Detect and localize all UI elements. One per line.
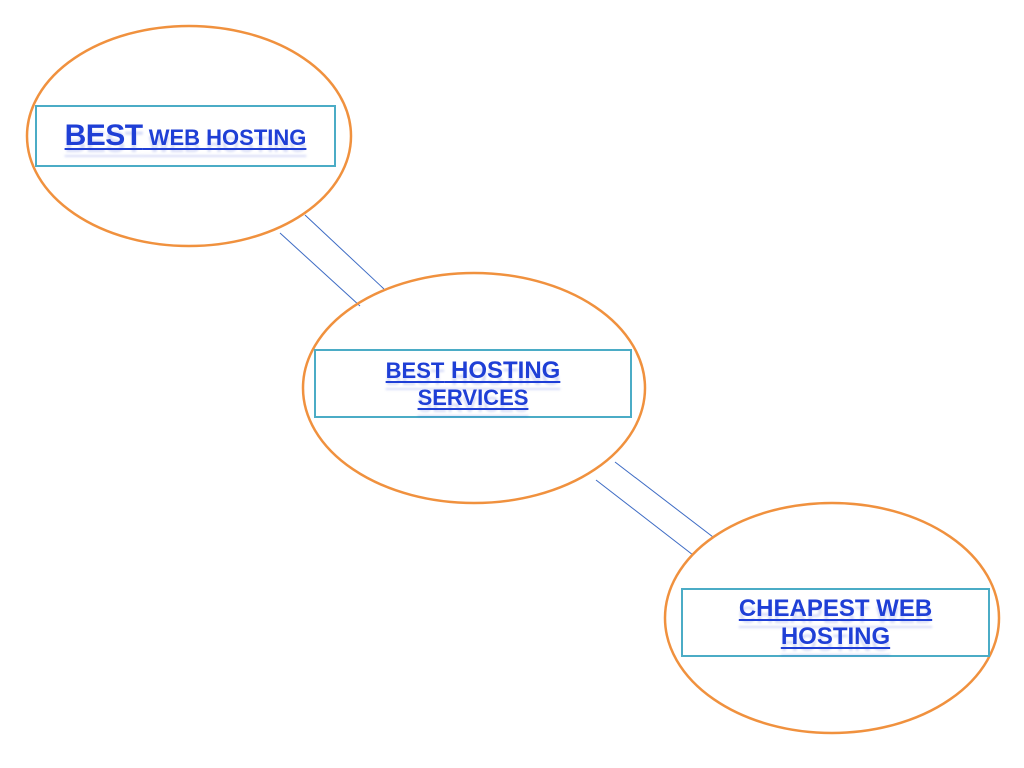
best-hosting-services-word-hosting: HOSTING [444,357,561,385]
cheapest-web-hosting-line-1: CHEAPEST WEB [738,594,933,622]
best-hosting-services-line-1: BEST HOSTING [386,357,561,385]
best-hosting-services-line-2: SERVICES [417,384,529,410]
connector-line [304,214,385,290]
best-web-hosting-word-best: BEST [64,118,144,152]
best-web-hosting-words-rest: WEB HOSTING [142,124,307,150]
connector-line [595,479,694,556]
connector-line [279,232,361,307]
best-web-hosting-link[interactable]: BEST WEB HOSTING [65,119,307,154]
node-ellipse-best-hosting-services [301,271,647,505]
cheapest-web-hosting-line-2: HOSTING [780,622,891,650]
best-hosting-services-word-best: BEST [385,358,445,384]
node-box-cheapest-web-hosting: CHEAPEST WEB HOSTING [681,588,990,657]
connector-line [614,461,714,538]
node-ellipse-best-web-hosting [25,24,353,248]
node-box-best-hosting-services: BEST HOSTING SERVICES [314,349,632,418]
node-box-best-web-hosting: BEST WEB HOSTING [35,105,336,167]
node-ellipse-cheapest-web-hosting [663,501,1001,735]
cheapest-web-hosting-link[interactable]: CHEAPEST WEB HOSTING [739,595,932,650]
best-hosting-services-link[interactable]: BEST HOSTING SERVICES [386,357,561,410]
